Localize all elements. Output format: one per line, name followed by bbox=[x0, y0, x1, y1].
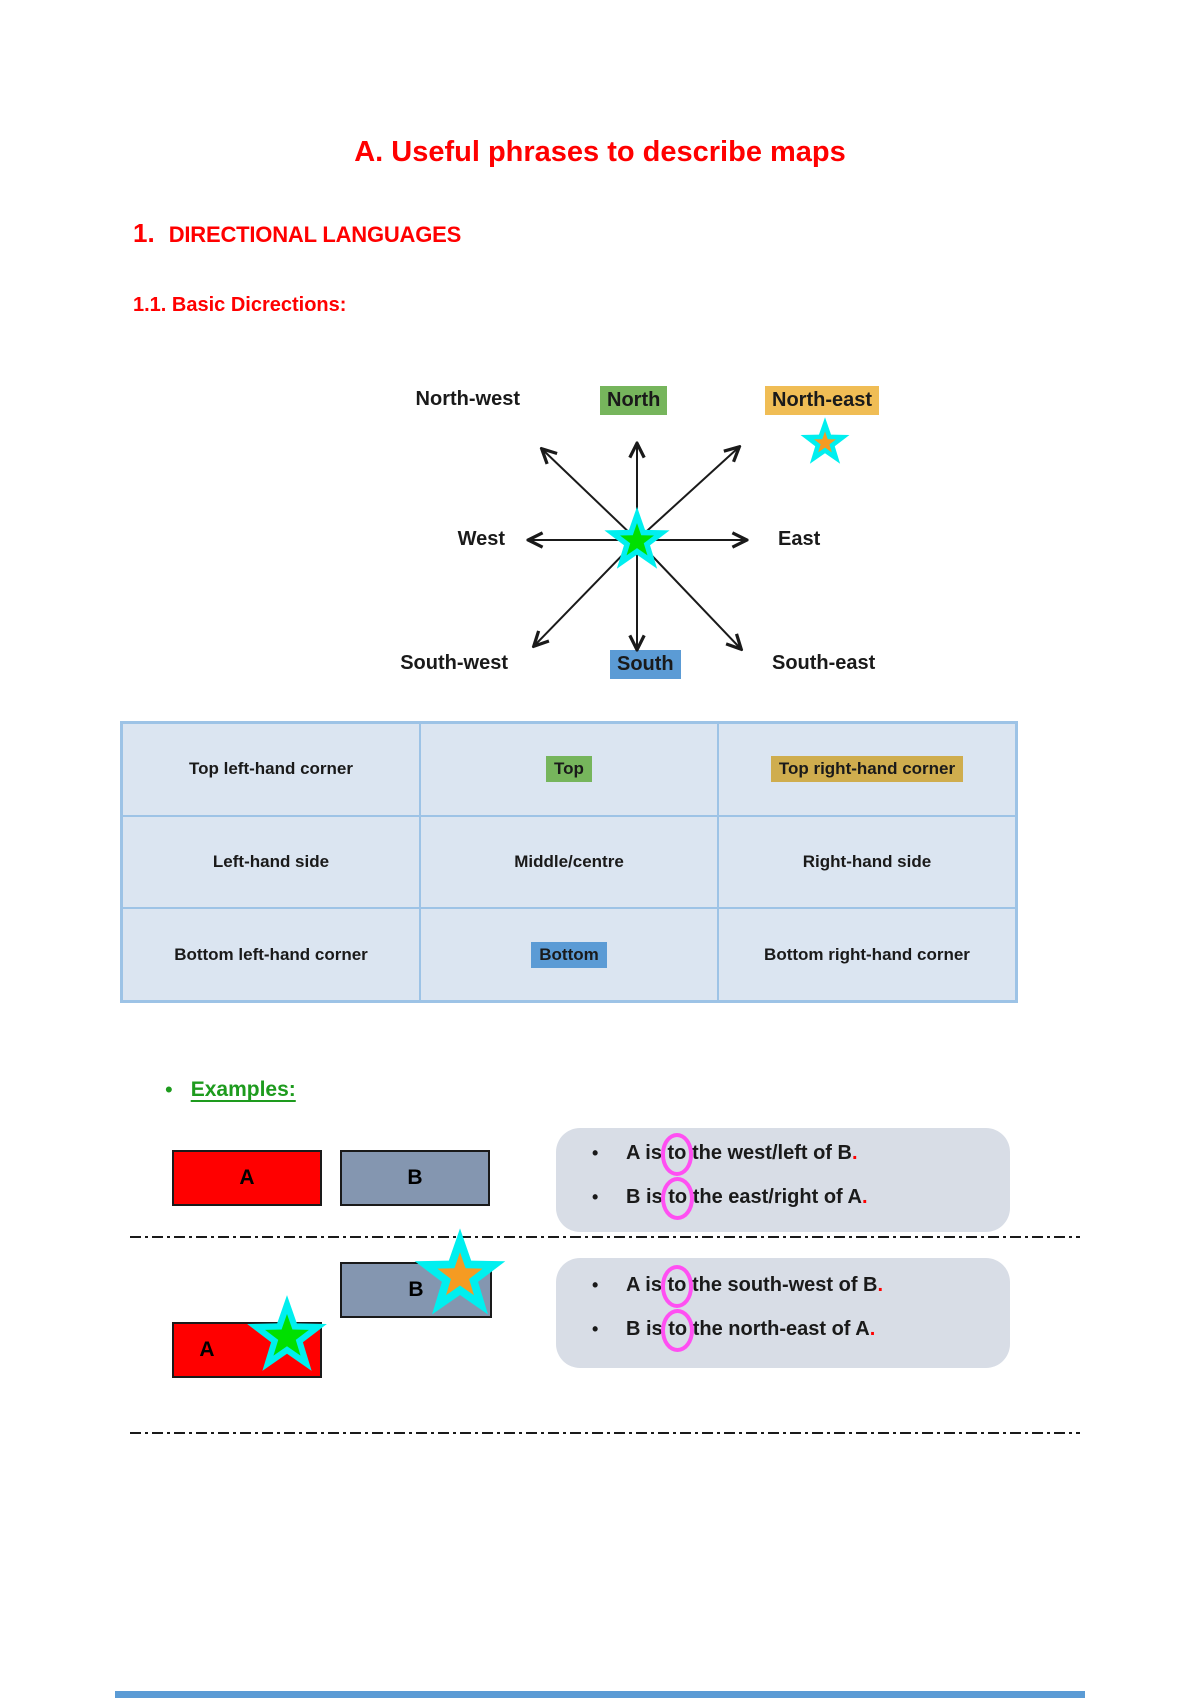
sentence-pre: B is bbox=[626, 1318, 669, 1340]
compass-center-star-icon bbox=[604, 506, 670, 569]
table-cell-right: Right-hand side bbox=[718, 815, 1016, 909]
compass-label-north-east: North-east bbox=[765, 386, 880, 415]
compass-label-south: South bbox=[610, 650, 681, 679]
sentence-pre: B is bbox=[626, 1186, 669, 1208]
table-cell-left: Left-hand side bbox=[122, 815, 420, 909]
example-sentence: • B is to the north-east of A. bbox=[592, 1318, 1000, 1362]
circled-word: to bbox=[668, 1318, 688, 1340]
compass-label-north-west: North-west bbox=[415, 388, 520, 410]
section-heading: 1. DIRECTIONAL LANGUAGES bbox=[133, 218, 461, 249]
sentence-period: . bbox=[869, 1318, 876, 1340]
bullet-dot-icon: • bbox=[592, 1143, 599, 1163]
example2-a-star-icon bbox=[247, 1295, 327, 1371]
page-bottom-partial-bar bbox=[115, 1691, 1085, 1698]
sentence-mid: the south-west bbox=[686, 1274, 839, 1296]
dashed-separator bbox=[130, 1432, 1080, 1434]
table-cell-top-right: Top right-hand corner bbox=[718, 723, 1016, 816]
sentence-pre: A is bbox=[626, 1142, 668, 1164]
shape-a-label: A bbox=[199, 1338, 215, 1361]
circled-word: to bbox=[668, 1186, 688, 1208]
circled-word: to bbox=[667, 1274, 687, 1296]
sentence-tail: of B bbox=[813, 1142, 852, 1164]
sentence-period: . bbox=[851, 1142, 858, 1164]
compass-label-north: North bbox=[600, 386, 668, 415]
sentence-period: . bbox=[861, 1186, 868, 1208]
table-cell-bottom-right: Bottom right-hand corner bbox=[718, 908, 1016, 1001]
examples-heading: • Examples: bbox=[165, 1078, 296, 1102]
example-sentence: • B is to the east/right of A. bbox=[592, 1186, 1000, 1230]
example1-shape-b: B bbox=[340, 1150, 490, 1206]
shape-a-label: A bbox=[239, 1166, 255, 1189]
bullet-dot-icon: • bbox=[592, 1187, 599, 1207]
compass-arrows-icon bbox=[500, 420, 780, 660]
examples-heading-label: Examples: bbox=[190, 1078, 296, 1101]
compass-label-west: West bbox=[457, 528, 505, 550]
example2-b-star-icon bbox=[414, 1228, 506, 1315]
position-table: Top left-hand corner Top Top right-hand … bbox=[120, 721, 1018, 1003]
north-east-star-icon bbox=[800, 417, 850, 464]
sentence-mid: the east/right bbox=[687, 1186, 824, 1208]
table-cell-top-left: Top left-hand corner bbox=[122, 723, 420, 816]
sentence-tail: of A bbox=[823, 1186, 862, 1208]
section-number: 1. bbox=[133, 218, 155, 248]
compass-label-south-east: South-east bbox=[772, 652, 876, 674]
table-cell-bottom: Bottom bbox=[420, 908, 718, 1001]
compass-label-east: East bbox=[778, 528, 821, 550]
example-sentence: • A is to the south-west of B. bbox=[592, 1274, 1000, 1318]
shape-b-label: B bbox=[408, 1278, 424, 1301]
section-title: DIRECTIONAL LANGUAGES bbox=[168, 222, 462, 247]
bullet-dot-icon: • bbox=[592, 1275, 599, 1295]
example2-textbox: • A is to the south-west of B. • B is to… bbox=[556, 1258, 1010, 1368]
examples-bullet-icon: • bbox=[165, 1077, 173, 1102]
sentence-tail: of B bbox=[838, 1274, 878, 1296]
example-sentence: • A is to the west/left of B. bbox=[592, 1142, 1000, 1186]
sentence-tail: of A bbox=[831, 1318, 870, 1340]
example2-shape-a: A bbox=[172, 1322, 322, 1378]
shape-b-label: B bbox=[407, 1166, 423, 1189]
sentence-period: . bbox=[877, 1274, 884, 1296]
circled-word: to bbox=[667, 1142, 687, 1164]
example1-textbox: • A is to the west/left of B. • B is to … bbox=[556, 1128, 1010, 1232]
compass-label-south-west: South-west bbox=[400, 652, 508, 674]
example1-shape-a: A bbox=[172, 1150, 322, 1206]
sentence-mid: the west/left bbox=[686, 1142, 814, 1164]
table-cell-top: Top bbox=[420, 723, 718, 816]
table-cell-bottom-left: Bottom left-hand corner bbox=[122, 908, 420, 1001]
table-cell-middle: Middle/centre bbox=[420, 815, 718, 909]
dashed-separator bbox=[130, 1236, 1080, 1238]
bullet-dot-icon: • bbox=[592, 1319, 599, 1339]
sentence-mid: the north-east bbox=[687, 1318, 832, 1340]
page-title: A. Useful phrases to describe maps bbox=[354, 136, 846, 168]
subsection-title: 1.1. Basic Dicrections: bbox=[133, 294, 347, 316]
sentence-pre: A is bbox=[626, 1274, 668, 1296]
